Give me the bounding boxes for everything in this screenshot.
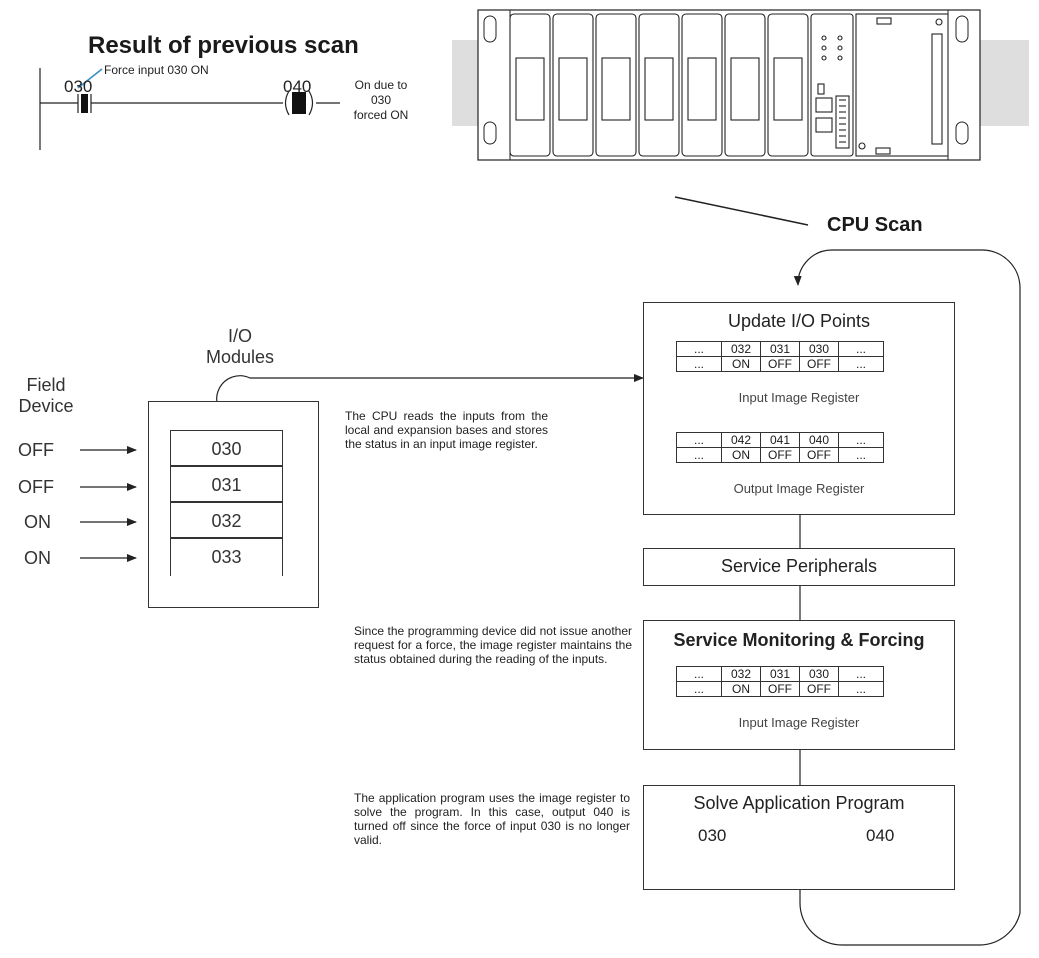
reg-cell: 032	[721, 341, 761, 357]
output-register-caption: Output Image Register	[733, 481, 865, 496]
reg-cell: 031	[760, 341, 800, 357]
input-image-register: ... 032 031 030 ... ... ON OFF OFF ...	[676, 341, 884, 372]
reg-cell: ...	[676, 666, 722, 682]
field-title-line-1: Field	[26, 375, 66, 395]
solve-coil-label: 040	[866, 826, 895, 845]
reg-cell: ...	[838, 432, 884, 448]
output-image-register: ... 042 041 040 ... ... ON OFF OFF ...	[676, 432, 884, 463]
reg-cell: 031	[760, 666, 800, 682]
reg-cell: 030	[799, 341, 839, 357]
io-modules-title: I/O Modules	[195, 326, 285, 368]
read-inputs-description: The CPU reads the inputs from the local …	[345, 409, 548, 451]
force-pointer	[77, 68, 103, 89]
prev-contact-label: 030	[64, 77, 93, 96]
module-slot-030: 030	[170, 430, 283, 466]
field-state-031: OFF	[18, 477, 54, 497]
reg-cell: 041	[760, 432, 800, 448]
field-title-line-2: Device	[18, 396, 74, 416]
input-register-caption: Input Image Register	[738, 390, 860, 405]
prev-note-line-3: forced ON	[353, 108, 409, 122]
reg-cell: OFF	[799, 447, 839, 463]
reg-cell: ...	[676, 447, 722, 463]
update-io-box: Update I/O Points ... 032 031 030 ... ..…	[643, 302, 955, 515]
service-peripherals-box: Service Peripherals	[643, 548, 955, 586]
module-slot-032: 032	[170, 502, 283, 538]
reg-cell: OFF	[799, 681, 839, 697]
reg-cell: OFF	[760, 447, 800, 463]
reg-cell: ...	[676, 341, 722, 357]
reg-cell: ON	[721, 681, 761, 697]
io-title-line-1: I/O	[227, 326, 252, 346]
reg-cell: ...	[676, 681, 722, 697]
reg-cell: ...	[838, 356, 884, 372]
reg-cell: OFF	[760, 356, 800, 372]
reg-cell: ...	[838, 666, 884, 682]
reg-cell: ...	[838, 447, 884, 463]
module-address-031: 031	[211, 475, 242, 495]
module-address-033: 033	[211, 547, 242, 567]
reg-cell: 030	[799, 666, 839, 682]
reg-cell: ...	[676, 432, 722, 448]
reg-cell: ...	[838, 681, 884, 697]
reg-cell: ON	[721, 356, 761, 372]
rack-pointer	[674, 196, 809, 226]
prev-coil-note: On due to 030 forced ON	[346, 78, 416, 123]
field-state-030: OFF	[18, 440, 54, 460]
reg-cell: ON	[721, 447, 761, 463]
solve-contact-label: 030	[698, 826, 727, 845]
solve-program-box: Solve Application Program	[643, 785, 955, 890]
update-io-title: Update I/O Points	[727, 311, 871, 331]
monitoring-register-caption: Input Image Register	[738, 715, 860, 730]
monitoring-input-register: ... 032 031 030 ... ... ON OFF OFF ...	[676, 666, 884, 697]
force-note: Force input 030 ON	[104, 63, 209, 77]
solve-program-title: Solve Application Program	[693, 793, 905, 813]
prev-note-line-1: On due to	[354, 78, 408, 92]
reg-cell: 032	[721, 666, 761, 682]
cpu-module	[810, 13, 949, 157]
reg-cell: OFF	[760, 681, 800, 697]
monitoring-box: Service Monitoring & Forcing ... 032 031…	[643, 620, 955, 750]
field-state-033: ON	[24, 548, 51, 568]
service-peripherals-title: Service Peripherals	[720, 556, 878, 576]
prev-coil-label: 040	[283, 77, 312, 96]
scan-loop-bottom	[799, 890, 1021, 946]
reg-cell: ...	[676, 356, 722, 372]
monitoring-title: Service Monitoring & Forcing	[673, 630, 925, 650]
no-force-description: Since the programming device did not iss…	[354, 624, 632, 666]
module-address-032: 032	[211, 511, 242, 531]
reg-cell: ...	[838, 341, 884, 357]
prev-scan-title: Result of previous scan	[88, 32, 359, 59]
prev-coil-fill	[292, 92, 306, 114]
prev-note-line-2: 030	[370, 93, 392, 107]
field-device-title: Field Device	[14, 375, 78, 417]
cpu-scan-label: CPU Scan	[827, 214, 923, 236]
prev-contact-fill	[81, 94, 88, 113]
field-state-032: ON	[24, 512, 51, 532]
module-slot-031: 031	[170, 466, 283, 502]
io-slots	[509, 13, 809, 157]
reg-cell: OFF	[799, 356, 839, 372]
solve-description: The application program uses the image r…	[354, 791, 630, 847]
reg-cell: 042	[721, 432, 761, 448]
scan-loop-arrow	[793, 249, 1021, 913]
module-address-030: 030	[211, 439, 242, 459]
module-slot-033: 033	[170, 538, 283, 576]
io-title-line-2: Modules	[205, 347, 275, 367]
prev-ladder	[39, 68, 340, 150]
reg-cell: 040	[799, 432, 839, 448]
